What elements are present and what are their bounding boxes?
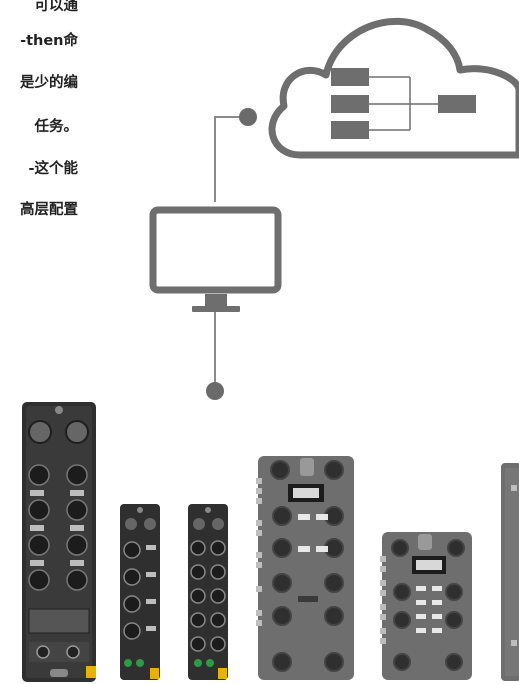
text-line-5: -这个能 <box>28 161 78 177</box>
io-module-6 <box>501 463 519 681</box>
monitor-icon <box>149 206 282 312</box>
io-module-4 <box>256 456 354 680</box>
io-module-1 <box>22 402 96 682</box>
connector-dot-bottom <box>206 382 224 400</box>
cloud-icon <box>268 18 519 159</box>
io-module-5 <box>380 532 472 680</box>
text-line-4: 任务。 <box>34 119 79 135</box>
connector-dot-top <box>239 108 257 126</box>
text-line-1: 可以通 <box>34 0 79 14</box>
text-line-3: 是少的编 <box>20 75 78 91</box>
io-module-3 <box>188 504 228 680</box>
text-line-6: 高层配置 <box>20 202 78 218</box>
connector-lines <box>214 116 246 388</box>
text-line-2: -then命 <box>20 33 78 49</box>
io-module-2 <box>120 504 160 680</box>
